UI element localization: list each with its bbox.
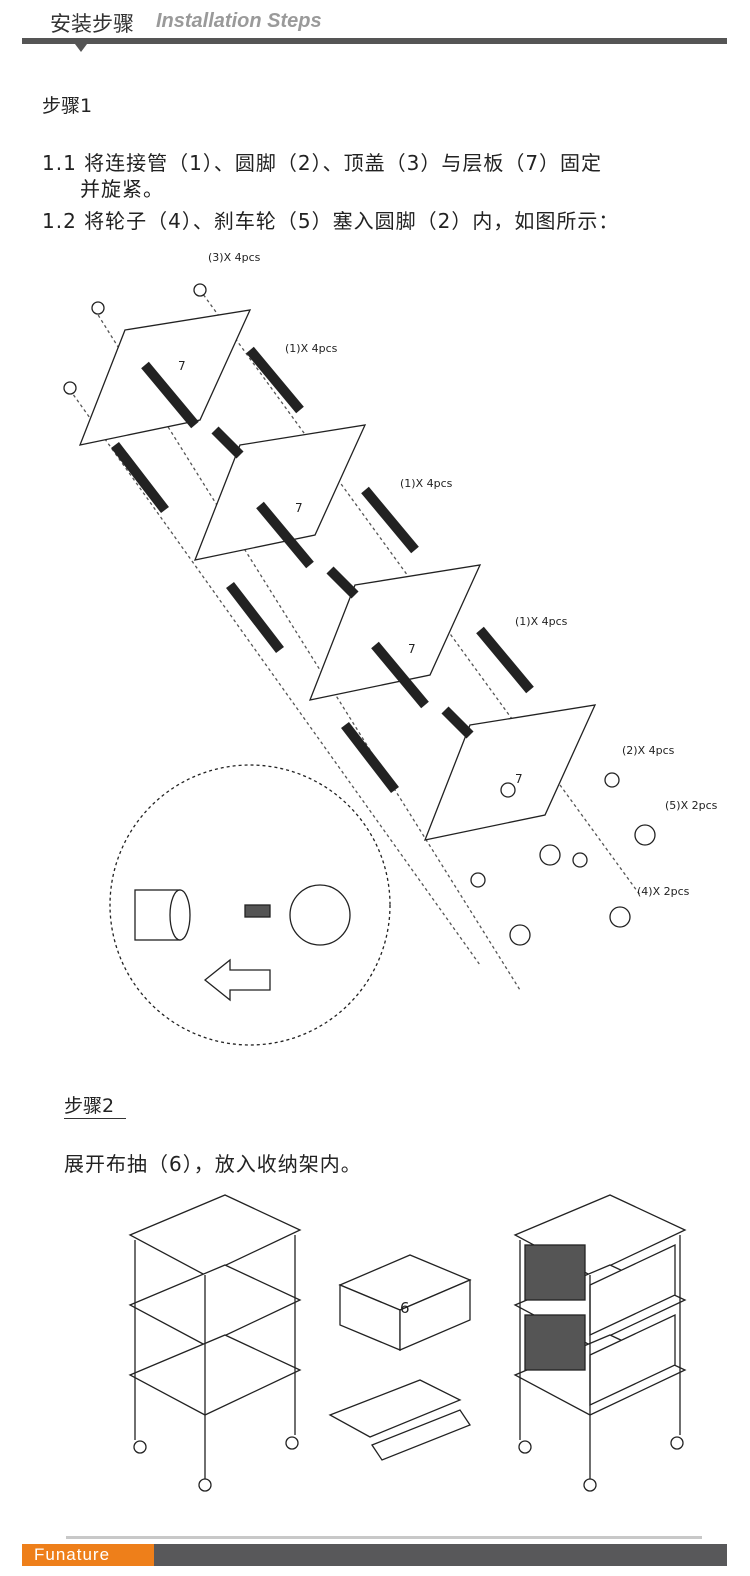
svg-text:7: 7 (408, 642, 416, 656)
svg-text:7: 7 (515, 772, 523, 786)
wheels (470, 772, 656, 946)
detail-callout (109, 764, 391, 1046)
label-brake-wheel: (5)X 2pcs (665, 799, 718, 812)
step1-exploded-diagram: 7 7 7 7 (3)X 4pcs (1)X 4pcs (1)X 4pcs (1… (63, 251, 718, 1046)
header-title-cn: 安装步骤 (50, 12, 134, 36)
svg-text:7: 7 (295, 501, 303, 515)
footer-tools-pattern (154, 1544, 727, 1566)
shelf-panel: 7 (423, 704, 597, 841)
label-tube-1: (1)X 4pcs (285, 342, 338, 355)
step1-instruction-2: 1.2 将轮子（4）、刹车轮（5）塞入圆脚（2）内，如图所示： (42, 209, 620, 233)
header-title-en: Installation Steps (156, 10, 322, 32)
label-feet: (2)X 4pcs (622, 744, 675, 757)
label-wheel: (4)X 2pcs (637, 885, 690, 898)
connecting-tubes (111, 346, 534, 794)
caps (63, 283, 207, 395)
footer-divider (66, 1536, 702, 1539)
step2-title: 步骤2 (64, 1095, 115, 1117)
drawer: 6 (338, 1254, 472, 1351)
shelf-panel: 7 (193, 424, 367, 561)
drawer-number: 6 (400, 1299, 410, 1317)
label-tube-2: (1)X 4pcs (400, 477, 453, 490)
step2-instruction: 展开布抽（6），放入收纳架内。 (64, 1152, 362, 1176)
drawer-boards (328, 1379, 471, 1461)
header-divider (22, 38, 727, 44)
step2-title-underline (64, 1118, 126, 1119)
brand-logo: Funature (22, 1544, 154, 1566)
step2-diagram: 6 (128, 1194, 687, 1492)
step1-title: 步骤1 (42, 95, 93, 117)
label-caps: (3)X 4pcs (208, 251, 261, 264)
shelf-panel: 7 (78, 309, 252, 446)
label-tube-3: (1)X 4pcs (515, 615, 568, 628)
header-pointer-icon (75, 44, 87, 52)
shelf-panel: 7 (308, 564, 482, 701)
step1-instruction-1b: 并旋紧。 (80, 177, 164, 201)
shelf-number: 7 (178, 359, 186, 373)
empty-rack (128, 1194, 302, 1492)
assembled-rack (513, 1194, 687, 1492)
step1-instruction-1: 1.1 将连接管（1）、圆脚（2）、顶盖（3）与层板（7）固定 (42, 151, 603, 175)
